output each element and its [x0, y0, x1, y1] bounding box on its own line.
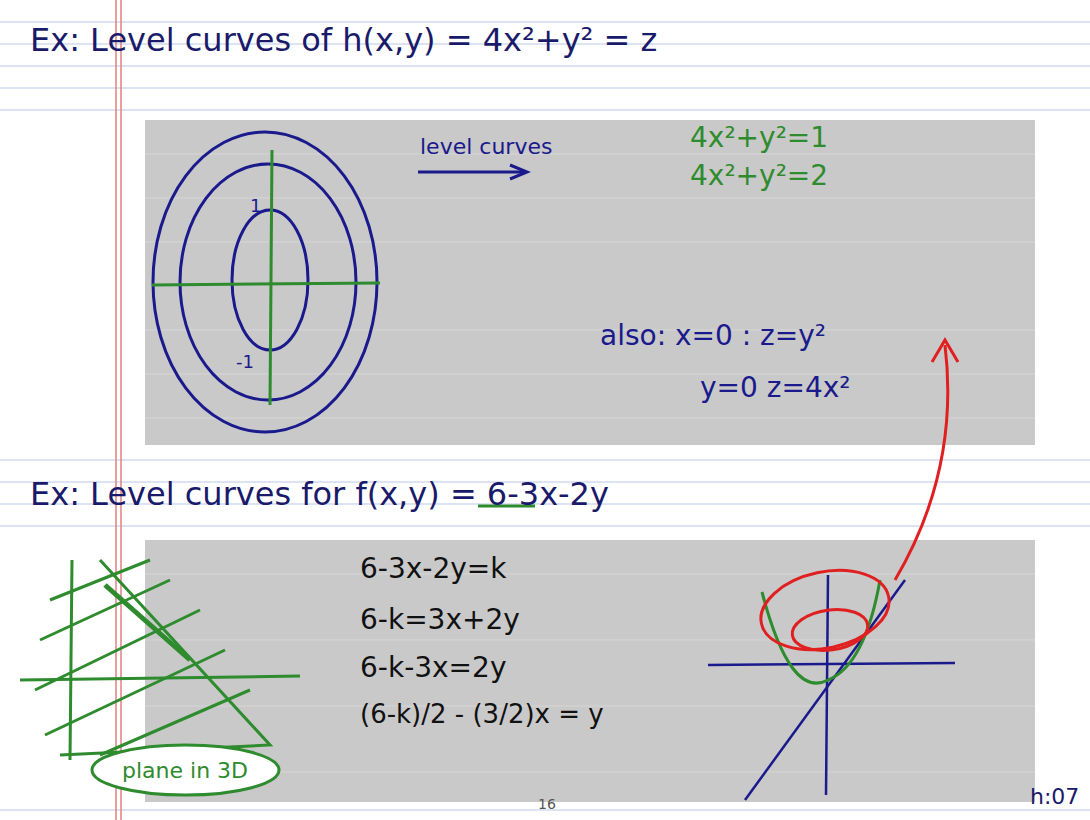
example-heading: Ex: Level curves for f(x,y) = 6-3x-2y [30, 476, 609, 513]
equation: 6-3x-2y=k [360, 553, 506, 585]
equation: 4x²+y²=1 [690, 122, 828, 154]
annotation: level curves [420, 134, 552, 159]
equation: 6-k-3x=2y [360, 652, 506, 684]
note-text: plane in 3D [122, 758, 248, 783]
oval-note: plane in 3D [90, 743, 281, 797]
page-number: 16 [538, 796, 556, 812]
example-heading: Ex: Level curves of h(x,y) = 4x²+y² = z [30, 22, 657, 59]
equation: 6-k=3x+2y [360, 604, 520, 636]
axis-tick: -1 [236, 352, 254, 373]
equation: 4x²+y²=2 [690, 160, 828, 192]
equation: y=0 z=4x² [700, 372, 851, 404]
equation: (6-k)/2 - (3/2)x = y [360, 700, 604, 730]
timestamp: h:07 [1030, 784, 1079, 809]
axis-tick: 1 [250, 196, 261, 217]
equation: also: x=0 : z=y² [600, 320, 826, 352]
